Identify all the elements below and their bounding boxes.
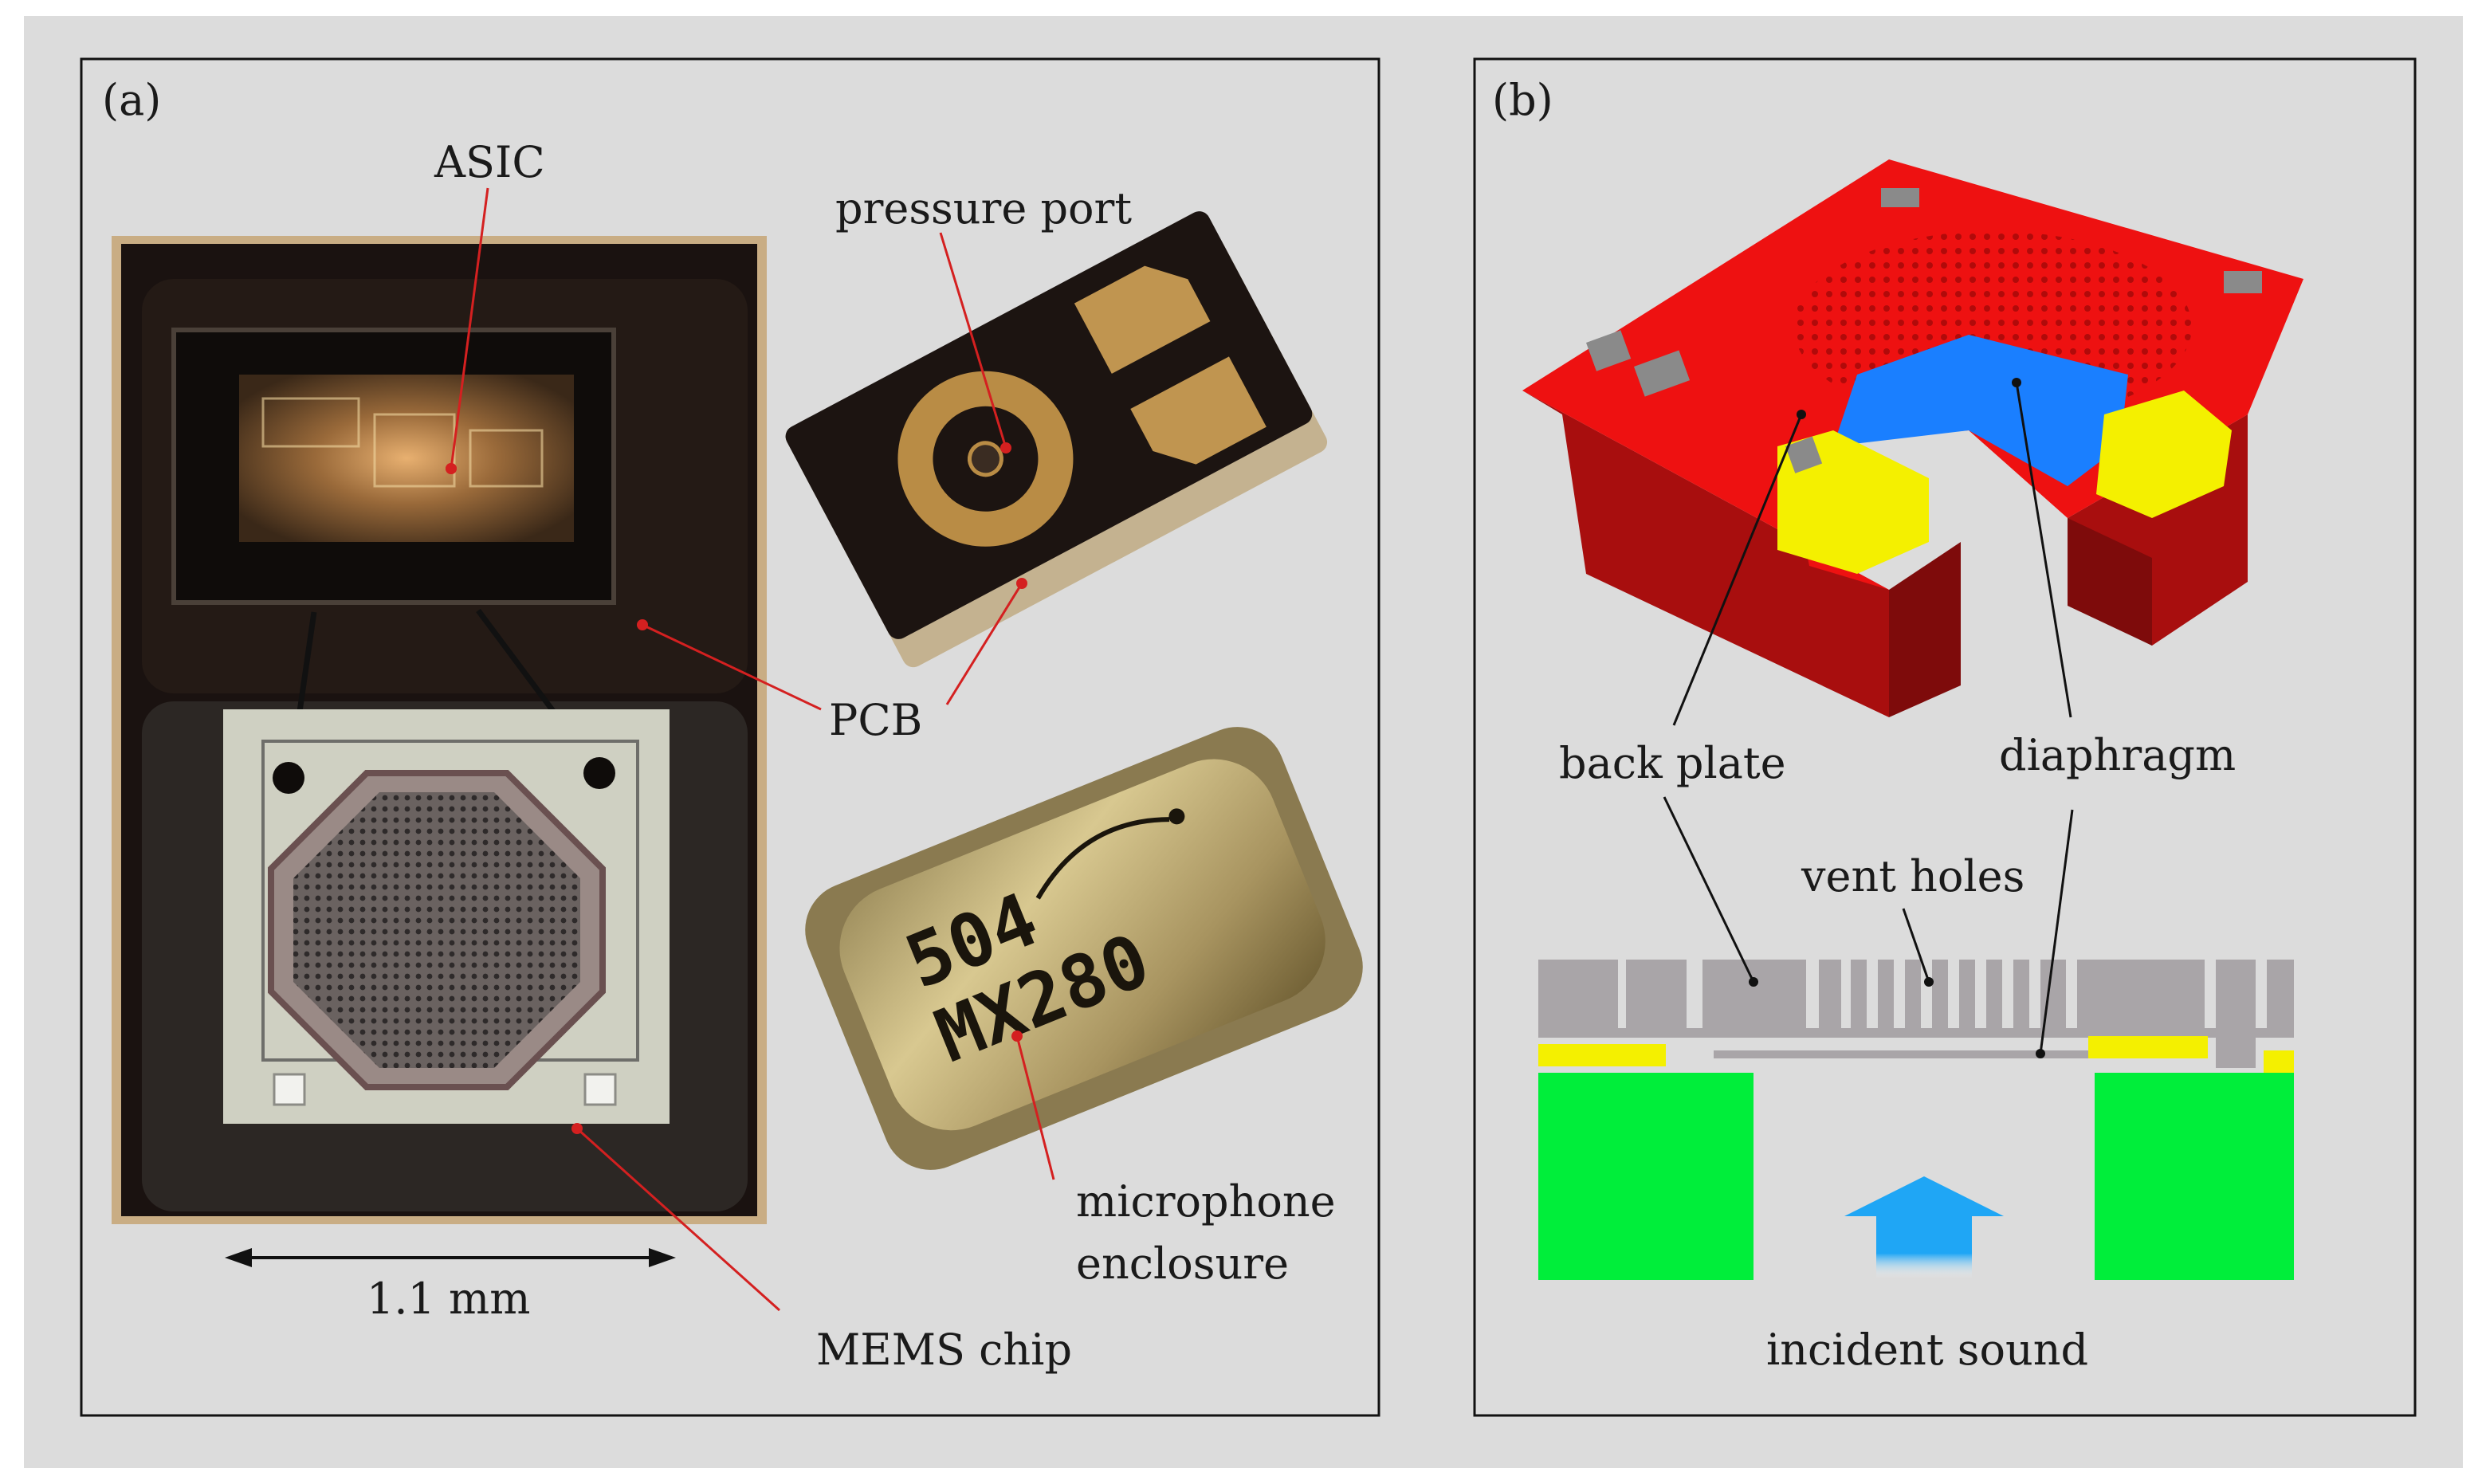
package-photo: [112, 236, 767, 1267]
back-plate-label: back plate: [1559, 738, 1786, 788]
panel-a-tag: (a): [102, 75, 161, 125]
vent-holes-label: vent holes: [1801, 851, 2024, 901]
leader-mems-chip: [575, 1127, 781, 1312]
leader-asic: [450, 187, 489, 469]
leader-pcb-to-package: [642, 623, 822, 711]
panel-b-tag: (b): [1492, 75, 1553, 125]
pressure-port-hole: [967, 441, 1003, 477]
leader-backplate-cross: [1663, 796, 1755, 983]
contact-left: [1777, 430, 1929, 574]
scale-label: 1.1 mm: [367, 1274, 530, 1324]
diaphragm-3d: [1833, 335, 2128, 486]
cutaway-3d: [1522, 159, 2303, 717]
panel-b-frame: [1473, 57, 2417, 1417]
mems-chip-die: [223, 709, 670, 1124]
substrate-side-left: [1522, 391, 1889, 717]
enclosure-label: enclosure: [1076, 1239, 1289, 1289]
pressure-port-label: pressure port: [835, 183, 1132, 234]
leader-diaphragm-cross: [2039, 809, 2074, 1054]
yellow-contacts-cross: [1538, 1036, 2294, 1073]
incident-sound-arrow: [1844, 1176, 2004, 1278]
panel-b-leaders: [1663, 382, 2074, 1054]
leader-backplate-3d: [1672, 414, 1803, 726]
panel-a: (a): [80, 57, 1380, 1417]
enclosure-photo: 504 MX280: [805, 727, 1363, 1170]
leader-diaphragm-3d: [2015, 382, 2072, 718]
panel-a-leaders: [450, 187, 1055, 1312]
scale-bar: [225, 1248, 676, 1267]
asic-label: ASIC: [434, 137, 545, 187]
leader-pcb-to-part: [945, 583, 1023, 705]
cross-section: [1538, 960, 2294, 1280]
panel-a-frame: [80, 57, 1380, 1417]
green-substrate-left: [1538, 1073, 1754, 1280]
package-bottom-photo: [785, 211, 1328, 668]
contact-right: [2096, 391, 2232, 518]
backplate-cross: [1538, 960, 2294, 1068]
asic-die: [171, 328, 616, 605]
panel-b: (b): [1473, 57, 2417, 1417]
leader-pressure-port: [939, 232, 1007, 449]
leader-enclosure: [1015, 1035, 1055, 1180]
diaphragm-cross: [1714, 1050, 2128, 1058]
incident-sound-label: incident sound: [1766, 1325, 2088, 1375]
diaphragm-label: diaphragm: [1999, 730, 2236, 780]
pcb-label: PCB: [829, 695, 922, 745]
microphone-label: microphone: [1076, 1176, 1336, 1227]
leader-vent-holes: [1902, 908, 1930, 983]
mems-chip-label: MEMS chip: [816, 1325, 1072, 1375]
green-substrate-right: [2095, 1073, 2294, 1280]
